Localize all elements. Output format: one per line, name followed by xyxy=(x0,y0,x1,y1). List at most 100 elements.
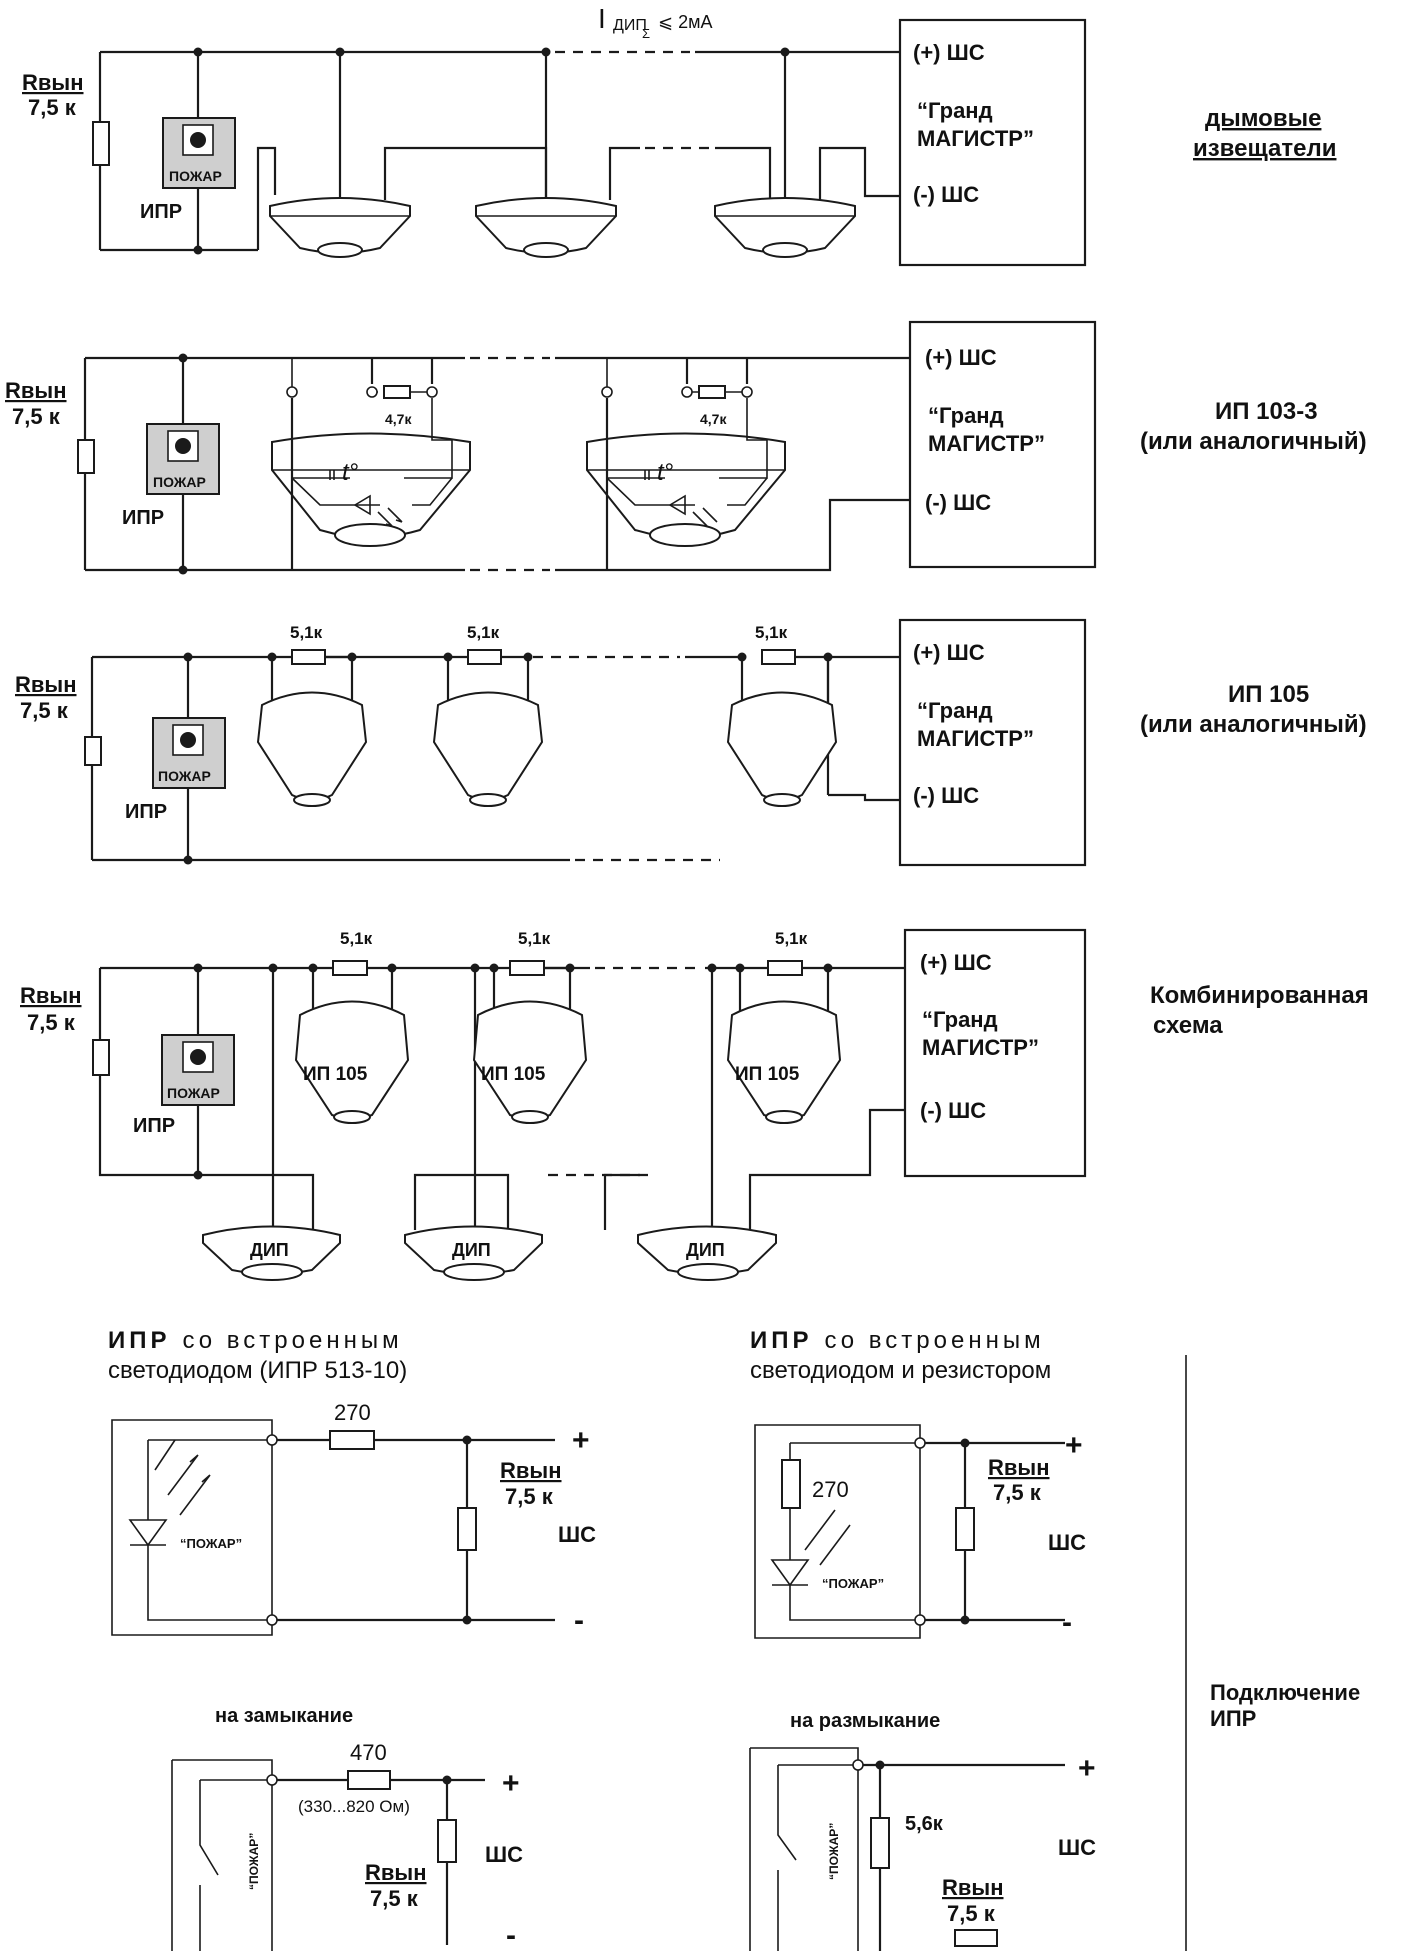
resistor-value: 270 xyxy=(812,1477,849,1502)
rvyn-label: Rвын xyxy=(20,983,82,1008)
loop-label: ШС xyxy=(558,1522,596,1547)
plus-sign: + xyxy=(572,1424,590,1457)
current-sigma: Σ xyxy=(642,26,650,41)
ip105-detector: 5,1к xyxy=(726,623,838,807)
pozhar-label: “ПОЖАР” xyxy=(247,1833,261,1890)
pozhar-label: ПОЖАР xyxy=(167,1085,220,1101)
plus-sign: + xyxy=(1065,1429,1083,1462)
led-icon xyxy=(770,1559,810,1587)
diagram-heat-detectors: Rвын 7,5 к ПОЖАР ИПР 4,7к t° xyxy=(5,320,1367,575)
section-label-line1: Подключение xyxy=(1210,1680,1360,1705)
rvyn-value: 7,5 к xyxy=(947,1901,996,1926)
detector-label: ИП 105 xyxy=(303,1064,368,1085)
resistor-range: (330...820 Ом) xyxy=(298,1797,410,1816)
detector-label: ИП 105 xyxy=(481,1064,546,1085)
rvyn-label: Rвын xyxy=(22,70,84,95)
plus-sign: + xyxy=(1078,1752,1096,1785)
current-subscript: ДИП xyxy=(613,17,647,34)
right-title-line2: светодиодом и резистором xyxy=(750,1357,1051,1384)
rvyn-label: Rвын xyxy=(15,672,77,697)
resistor-value: 5,6к xyxy=(905,1813,944,1835)
rvyn-value: 7,5 к xyxy=(370,1886,419,1911)
end-of-line-resistor xyxy=(77,439,95,474)
resistor-value: 5,1к xyxy=(467,623,500,642)
diagram-smoke-detectors: Rвын 7,5 к ПОЖАР ИПР xyxy=(22,3,1336,267)
pozhar-label: “ПОЖАР” xyxy=(827,1823,841,1880)
rvyn-value: 7,5 к xyxy=(27,1010,76,1035)
minus-terminal-label: (-) ШС xyxy=(913,783,979,808)
ip105-detector: 5,1к xyxy=(432,623,544,807)
plus-sign: + xyxy=(502,1767,520,1800)
section-label-line2: извещатели xyxy=(1193,135,1336,162)
rvyn-label: Rвын xyxy=(942,1875,1004,1900)
detector-label: ИП 105 xyxy=(735,1064,800,1085)
diagram-ip105: Rвын 7,5 к ПОЖАР ИПР 5,1к 5,1к 5 xyxy=(15,618,1367,867)
ip105-detector: 5,1к ИП 105 xyxy=(472,929,588,1124)
resistor-value: 5,1к xyxy=(518,929,551,948)
led-icon xyxy=(353,494,371,516)
section-label-line1: Комбинированная xyxy=(1150,982,1369,1009)
device-name-line2: МАГИСТР” xyxy=(917,126,1034,151)
resistor-value: 5,1к xyxy=(775,929,808,948)
rvyn-value: 7,5 к xyxy=(12,404,61,429)
rvyn-label: Rвын xyxy=(365,1860,427,1885)
minus-sign: - xyxy=(506,1919,516,1951)
resistor-value: 470 xyxy=(350,1740,387,1765)
end-of-line-resistor xyxy=(92,121,110,166)
smoke-detector xyxy=(714,197,856,258)
plus-terminal-label: (+) ШС xyxy=(920,950,992,975)
rvyn-label: Rвын xyxy=(5,378,67,403)
current-symbol: I xyxy=(598,3,606,34)
minus-terminal-label: (-) ШС xyxy=(925,490,991,515)
device-name-line2: МАГИСТР” xyxy=(928,431,1045,456)
button-icon xyxy=(190,1049,206,1065)
led-icon xyxy=(128,1519,168,1547)
ipr-label: ИПР xyxy=(140,201,182,223)
section-label-line1: ИП 103-3 xyxy=(1215,398,1318,425)
detector-label: ДИП xyxy=(452,1240,491,1260)
plus-terminal-label: (+) ШС xyxy=(925,345,997,370)
control-panel xyxy=(903,928,1087,1178)
ipr-label: ИПР xyxy=(125,801,167,823)
circuit-title: на размыкание xyxy=(790,1710,940,1732)
section-label-line2: ИПР xyxy=(1210,1706,1256,1731)
heat-detector: 4,7к t° xyxy=(271,358,471,547)
end-of-line-resistor xyxy=(84,736,102,766)
ipr-led-circuit: “ПОЖАР” 270 Rвын 7,5 к + ШС - xyxy=(111,1400,596,1637)
device-name-line1: “Гранд xyxy=(922,1007,998,1032)
smoke-detector xyxy=(269,197,411,258)
plus-terminal-label: (+) ШС xyxy=(913,640,985,665)
section-label-line1: ИП 105 xyxy=(1228,681,1309,708)
ip105-detector: 5,1к ИП 105 xyxy=(726,929,842,1124)
control-panel xyxy=(898,618,1087,867)
diagram-combined: Rвын 7,5 к ПОЖАР ИПР 5,1к ИП 105 xyxy=(20,928,1369,1281)
smoke-detector: ДИП xyxy=(637,1225,777,1281)
rvyn-value: 7,5 к xyxy=(505,1484,554,1509)
minus-sign: - xyxy=(1062,1606,1072,1639)
control-panel xyxy=(898,18,1087,267)
section-label-line2: схема xyxy=(1153,1012,1223,1039)
smoke-detector: ДИП xyxy=(202,1225,341,1281)
pozhar-label: ПОЖАР xyxy=(158,768,211,784)
button-icon xyxy=(175,438,191,454)
heat-detector: 4,7к t° xyxy=(586,358,786,547)
device-name-line2: МАГИСТР” xyxy=(922,1035,1039,1060)
smoke-detector: ДИП xyxy=(404,1225,543,1281)
minus-sign: - xyxy=(574,1604,584,1637)
detector-label: ДИП xyxy=(250,1240,289,1260)
temperature-symbol: t° xyxy=(342,459,359,486)
rvyn-label: Rвын xyxy=(500,1458,562,1483)
device-name-line2: МАГИСТР” xyxy=(917,726,1034,751)
ipr-normally-closed-circuit: на размыкание “ПОЖАР” 5,6к Rвын 7,5 к + … xyxy=(749,1710,1096,1951)
ipr-led-resistor-circuit: 270 “ПОЖАР” Rвын 7,5 к + ШС - xyxy=(754,1424,1086,1639)
control-panel xyxy=(908,320,1097,569)
ipr-normally-open-circuit: на замыкание “ПОЖАР” 470 (330...820 Ом) … xyxy=(171,1705,523,1951)
plus-terminal-label: (+) ШС xyxy=(913,40,985,65)
section-label-line2: (или аналогичный) xyxy=(1140,711,1367,738)
pozhar-label: ПОЖАР xyxy=(153,474,206,490)
rvyn-value: 7,5 к xyxy=(28,95,77,120)
smoke-detector xyxy=(475,197,617,258)
